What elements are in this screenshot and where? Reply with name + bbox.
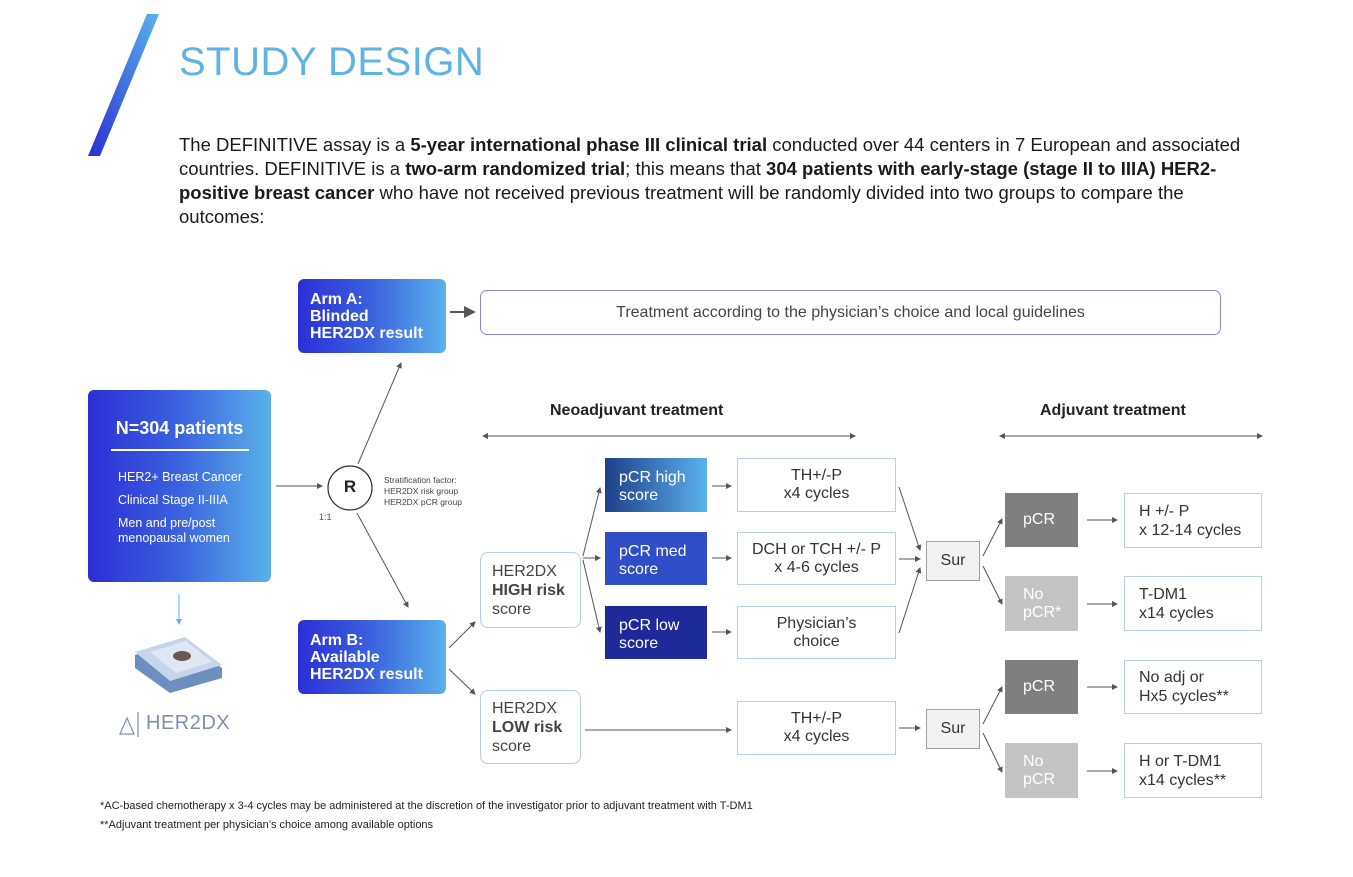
outcome-line: pCR: [1023, 770, 1056, 788]
her2dx-logo-icon: [119, 712, 139, 737]
adjuvant-line: Hx5 cycles**: [1139, 688, 1229, 705]
intro-text: conducted over 44 centers in 7 European …: [179, 134, 1241, 179]
treatment-line: x4 cycles: [783, 485, 850, 502]
arm-a-treatment-box: Treatment according to the physician’s c…: [480, 290, 1221, 335]
low-risk-box: HER2DX LOW risk score: [480, 690, 581, 764]
pcr-score-line: score: [619, 487, 659, 504]
adjuvant-line: H +/- P: [1139, 502, 1190, 520]
intro-bold: 5-year international phase III clinical …: [410, 134, 768, 155]
outcome-line: No: [1023, 752, 1044, 770]
adjuvant-box: No adj or Hx5 cycles**: [1124, 660, 1262, 714]
arm-b-line: HER2DX result: [310, 666, 423, 683]
surgery-box: Sur: [926, 709, 980, 749]
intro-paragraph: The DEFINITIVE assay is a 5-year interna…: [179, 133, 1249, 229]
intro-text: The DEFINITIVE assay is a: [179, 134, 411, 155]
adjuvant-line: T-DM1: [1139, 585, 1187, 603]
risk-line: score: [492, 737, 532, 755]
outcome-pcr-box: pCR: [1005, 660, 1078, 714]
risk-line: LOW risk: [492, 718, 563, 736]
pcr-score-line: score: [619, 634, 659, 652]
her2dx-logo-text: HER2DX: [146, 712, 231, 734]
adjuvant-line: No adj or: [1139, 669, 1204, 686]
stratification-note: Stratification factor: HER2DX risk group…: [384, 475, 462, 508]
risk-line: HER2DX: [492, 562, 557, 580]
adjuvant-line: x14 cycles**: [1139, 771, 1227, 789]
outcome-line: pCR: [1023, 511, 1056, 528]
arm-b-line: Available: [310, 649, 380, 666]
arm-b-box: Arm B: Available HER2DX result: [298, 620, 446, 694]
divider: [110, 449, 249, 451]
treatment-line: TH+/-P: [790, 710, 843, 727]
her2dx-device-image: [135, 637, 222, 693]
outcome-line: pCR: [1023, 678, 1056, 695]
footnote: *AC-based chemotherapy x 3-4 cycles may …: [100, 800, 753, 812]
intro-bold: 304 patients with early-stage (stage II …: [179, 158, 1217, 203]
footnote: **Adjuvant treatment per physician’s cho…: [100, 819, 434, 831]
adjuvant-line: x14 cycles: [1139, 604, 1214, 622]
treatment-line: TH+/-P: [790, 467, 843, 484]
arm-a-line: Arm A:: [310, 291, 363, 308]
arm-a-line: HER2DX result: [310, 325, 423, 342]
pcr-score-line: pCR med: [619, 542, 687, 560]
outcome-pcr-box: pCR: [1005, 493, 1078, 547]
intro-bold: two-arm randomized trial: [405, 158, 626, 179]
randomization-ratio: 1:1: [319, 512, 332, 522]
population-item: HER2+ Breast Cancer: [118, 470, 243, 484]
pcr-score-line: pCR high: [619, 469, 686, 486]
risk-line: HIGH risk: [492, 581, 565, 599]
treatment-line: x 4-6 cycles: [774, 558, 859, 576]
outcome-line: No: [1023, 585, 1044, 603]
treatment-line: Physician’s: [776, 614, 857, 632]
pcr-score-line: score: [619, 560, 659, 578]
randomization-circle: [327, 465, 373, 511]
treatment-line: choice: [793, 632, 840, 650]
surgery-box: Sur: [926, 541, 980, 581]
intro-text: who have not received previous treatment…: [179, 182, 1184, 227]
outcome-line: pCR*: [1023, 603, 1062, 621]
population-item: Men and pre/post menopausal women: [118, 516, 230, 545]
population-item: Clinical Stage II-IIIA: [118, 493, 228, 507]
neoadjuvant-header: Neoadjuvant treatment: [550, 402, 724, 419]
risk-line: HER2DX: [492, 699, 557, 717]
strat-line: HER2DX risk group: [384, 486, 459, 496]
risk-line: score: [492, 600, 532, 618]
high-risk-box: HER2DX HIGH risk score: [480, 552, 581, 628]
treatment-line: x4 cycles: [783, 728, 850, 745]
adjuvant-header: Adjuvant treatment: [1040, 402, 1186, 419]
pcr-score-line: pCR low: [619, 616, 680, 634]
arm-a-line: Blinded: [310, 308, 369, 325]
strat-line: Stratification factor:: [384, 475, 457, 485]
page-title: STUDY DESIGN: [179, 40, 485, 84]
arm-a-box: Arm A: Blinded HER2DX result: [298, 279, 446, 353]
population-title: N=304 patients: [115, 418, 244, 438]
intro-text: ; this means that: [625, 158, 767, 179]
accent-slash: [88, 14, 159, 156]
randomization-symbol: R: [343, 477, 357, 496]
arm-b-line: Arm B:: [310, 632, 364, 649]
strat-line: HER2DX pCR group: [384, 497, 462, 507]
population-box: N=304 patients HER2+ Breast Cancer Clini…: [88, 390, 271, 582]
treatment-line: DCH or TCH +/- P: [751, 540, 882, 558]
adjuvant-line: H or T-DM1: [1139, 752, 1222, 770]
adjuvant-line: x 12-14 cycles: [1139, 521, 1242, 539]
